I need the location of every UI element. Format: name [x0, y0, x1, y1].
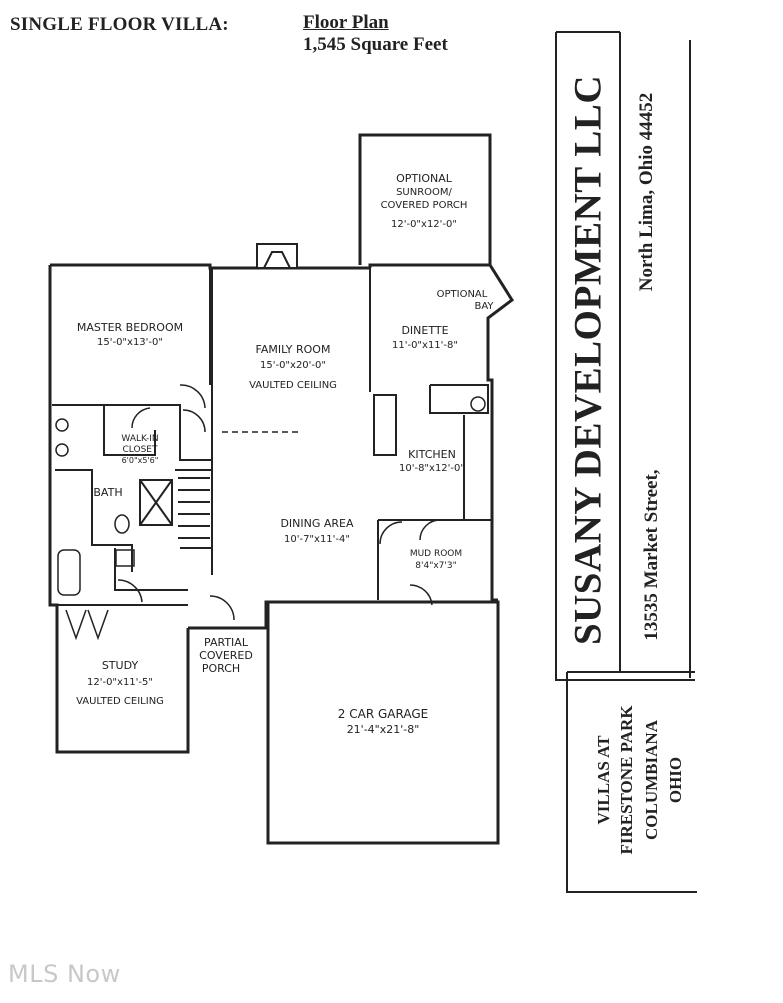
company-name: SUSANY DEVELOPMENT LLC [566, 74, 610, 646]
porch-label-3: PORCH [202, 662, 240, 675]
study-label: STUDY [102, 659, 139, 672]
company-street-address: 13535 Market Street, [641, 469, 662, 641]
mud-room-label: MUD ROOM [410, 549, 462, 559]
family-room-dimensions: 15'-0"x20'-0" [260, 360, 326, 371]
dining-area-label: DINING AREA [280, 517, 354, 530]
mls-now-watermark: MLS Now [8, 960, 121, 988]
sunroom-label-1: OPTIONAL [396, 172, 453, 185]
interior-walls [52, 268, 492, 606]
title-block-frame [555, 31, 697, 893]
square-feet-text: 1,545 Square Feet [303, 34, 448, 55]
project-line-1: VILLAS AT [594, 735, 613, 825]
porch-label-2: COVERED [199, 649, 253, 662]
master-bedroom-label: MASTER BEDROOM [77, 321, 183, 334]
dinette-label: DINETTE [401, 324, 448, 337]
kitchen-dimensions: 10'-8"x12'-0" [399, 463, 465, 474]
villa-type-heading: SINGLE FLOOR VILLA: [10, 14, 229, 35]
family-room-note: VAULTED CEILING [249, 380, 337, 391]
porch-label-1: PARTIAL [204, 636, 249, 649]
sunroom-dimensions: 12'-0"x12'-0" [391, 219, 457, 230]
bay-label-2: BAY [474, 301, 494, 312]
closet-label-2: CLOSET [123, 445, 158, 455]
dinette-dimensions: 11'-0"x11'-8" [392, 340, 458, 351]
study-dimensions: 12'-0"x11'-5" [87, 677, 153, 688]
study-note: VAULTED CEILING [76, 696, 164, 707]
bay-label-1: OPTIONAL [437, 289, 488, 300]
dining-area-dimensions: 10'-7"x11'-4" [284, 534, 350, 545]
sunroom-label-2: SUNROOM/ [396, 187, 452, 198]
project-line-3: COLUMBIANA [642, 720, 661, 840]
project-line-2: FIRESTONE PARK [617, 705, 636, 855]
sunroom-label-3: COVERED PORCH [381, 200, 468, 211]
closet-label-1: WALK-IN [121, 434, 158, 444]
garage-dimensions: 21'-4"x21'-8" [347, 723, 420, 736]
door-swings [55, 384, 486, 641]
mud-room-dimensions: 8'4"x7'3" [415, 561, 456, 571]
master-bedroom-dimensions: 15'-0"x13'-0" [97, 337, 163, 348]
company-city-state-zip: North Lima, Ohio 44452 [636, 92, 657, 292]
exterior-walls [48, 133, 515, 845]
project-line-4: OHIO [666, 756, 685, 804]
fireplace [256, 243, 298, 269]
kitchen-label: KITCHEN [408, 448, 456, 461]
closet-dimensions: 6'0"x5'6" [122, 456, 159, 465]
bath-label: BATH [93, 486, 122, 499]
garage-label: 2 CAR GARAGE [338, 707, 428, 721]
family-room-label: FAMILY ROOM [256, 343, 331, 356]
floor-plan-heading: Floor Plan [303, 12, 389, 33]
